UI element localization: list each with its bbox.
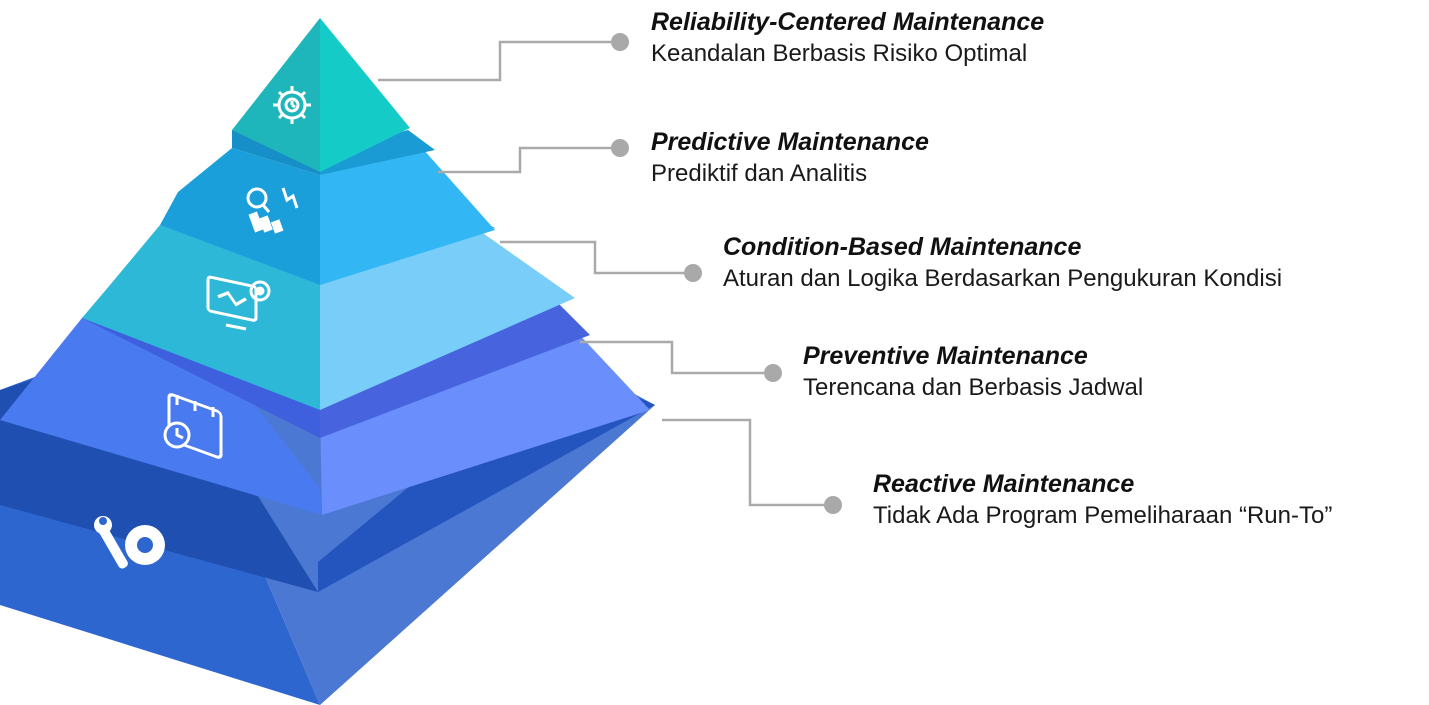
tier-description: Terencana dan Berbasis Jadwal <box>803 374 1144 401</box>
tier-description: Tidak Ada Program Pemeliharaan “Run-To” <box>873 502 1333 529</box>
wrench-gear-icon <box>94 516 165 569</box>
tier-description: Aturan dan Logika Berdasarkan Pengukuran… <box>723 265 1283 292</box>
connector-pdm <box>438 139 629 174</box>
tier-predictive-band-right <box>320 130 435 175</box>
tier-title: Reactive Maintenance <box>873 470 1135 498</box>
tier-description: Prediktif dan Analitis <box>651 160 868 187</box>
tier-preventive-band-right <box>320 300 590 438</box>
label-preventive: Preventive Maintenance Terencana dan Ber… <box>803 340 1143 404</box>
tier-predictive-left-face <box>160 148 320 285</box>
tier-reliability <box>232 18 410 172</box>
label-reactive: Reactive Maintenance Tidak Ada Program P… <box>873 468 1332 532</box>
connector-rcm <box>378 33 629 82</box>
tier-preventive-left-face <box>0 278 322 515</box>
label-predictive: Predictive Maintenance Prediktif dan Ana… <box>651 126 929 190</box>
label-reliability-centered: Reliability-Centered Maintenance Keandal… <box>651 6 1044 70</box>
monitor-gear-icon <box>206 275 271 331</box>
tier-reliability-right-face <box>320 18 410 172</box>
tier-reliability-left-face <box>232 18 320 172</box>
tier-title: Preventive Maintenance <box>803 342 1088 370</box>
tier-preventive-right-face <box>320 250 650 515</box>
connector-rm <box>662 418 842 514</box>
connector-cbm <box>500 240 702 282</box>
analytics-magnifier-icon <box>246 187 299 234</box>
tier-condition-left-face <box>82 225 320 410</box>
label-condition-based: Condition-Based Maintenance Aturan dan L… <box>723 231 1282 295</box>
tier-title: Reliability-Centered Maintenance <box>651 8 1045 36</box>
tier-predictive <box>160 125 495 285</box>
gear-clock-icon <box>273 86 311 124</box>
tier-title: Predictive Maintenance <box>651 128 929 156</box>
tier-title: Condition-Based Maintenance <box>723 233 1082 261</box>
calendar-clock-icon <box>163 393 223 459</box>
tier-description: Keandalan Berbasis Risiko Optimal <box>651 40 1028 67</box>
tier-predictive-right-face <box>320 140 495 285</box>
connector-pvm <box>580 340 782 382</box>
